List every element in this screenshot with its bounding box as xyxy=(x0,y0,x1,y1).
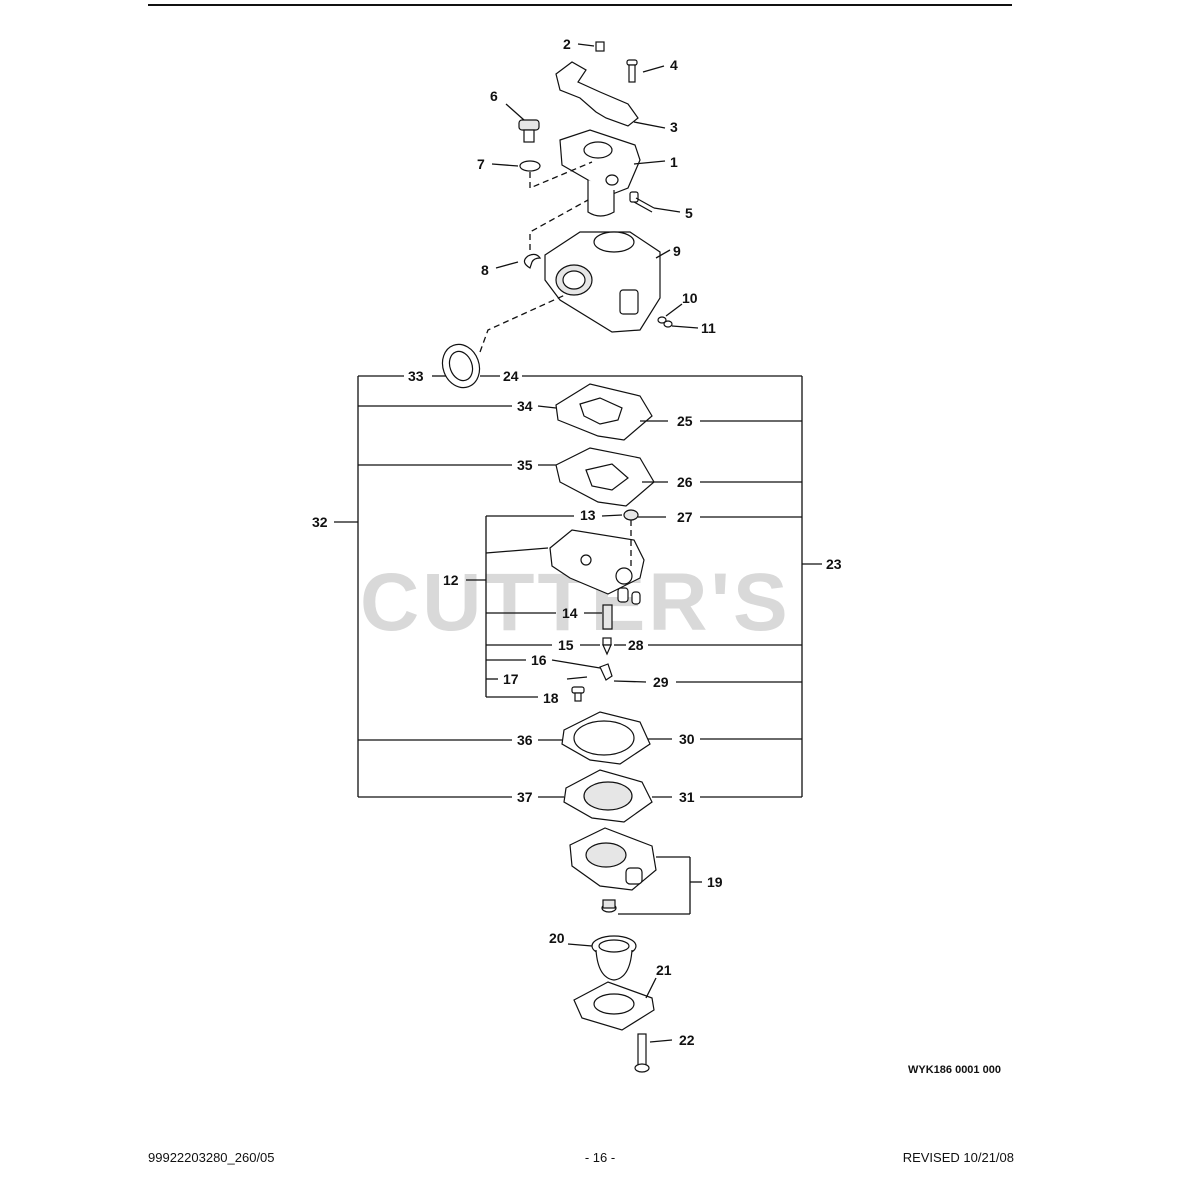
callout-9: 9 xyxy=(673,243,681,259)
part-6-plug xyxy=(518,119,540,143)
callout-13: 13 xyxy=(580,507,596,523)
bracket-23 xyxy=(522,375,822,798)
part-33-ring-gasket xyxy=(441,343,481,389)
callout-4: 4 xyxy=(670,57,678,73)
callout-7: 7 xyxy=(477,156,485,172)
footer-document-number: 99922203280_260/05 xyxy=(148,1150,275,1165)
callout-28: 28 xyxy=(628,637,644,653)
callout-22: 22 xyxy=(679,1032,695,1048)
callout-21: 21 xyxy=(656,962,672,978)
part-22-screw xyxy=(634,1033,650,1073)
part-1-throttle-body xyxy=(559,129,641,217)
callout-19: 19 xyxy=(707,874,723,890)
part-3-lever-plate xyxy=(555,61,639,127)
callout-20: 20 xyxy=(549,930,565,946)
bracket-19 xyxy=(618,856,702,915)
callout-14: 14 xyxy=(562,605,578,621)
part-19-fitting xyxy=(601,899,617,913)
callout-23: 23 xyxy=(826,556,842,572)
align-line-33 xyxy=(479,294,566,353)
callout-30: 30 xyxy=(679,731,695,747)
part-20-primer-bulb xyxy=(591,935,637,981)
part-16-metering-lever xyxy=(599,663,613,681)
part-17-lever-pin xyxy=(566,676,588,680)
part-30-gasket xyxy=(561,711,651,765)
callout-6: 6 xyxy=(490,88,498,104)
part-9-carburetor-body xyxy=(544,231,661,333)
callout-33: 33 xyxy=(408,368,424,384)
callout-8: 8 xyxy=(481,262,489,278)
part-2-pin xyxy=(595,41,605,52)
bracket-12 xyxy=(466,515,574,698)
callout-27: 27 xyxy=(677,509,693,525)
callout-31: 31 xyxy=(679,789,695,805)
part-31-diaphragm xyxy=(563,769,653,823)
callout-3: 3 xyxy=(670,119,678,135)
callout-37: 37 xyxy=(517,789,533,805)
leader-lines xyxy=(432,43,699,1043)
bracket-32 xyxy=(334,375,512,798)
drawing-code: WYK186 0001 000 xyxy=(908,1064,1001,1076)
callout-36: 36 xyxy=(517,732,533,748)
part-15-inlet-needle xyxy=(602,637,612,656)
callout-2: 2 xyxy=(563,36,571,52)
callout-24: 24 xyxy=(503,368,519,384)
part-26-diaphragm xyxy=(555,447,655,507)
part-5-screw xyxy=(629,191,655,213)
callout-26: 26 xyxy=(677,474,693,490)
callout-16: 16 xyxy=(531,652,547,668)
part-25-gasket xyxy=(555,383,653,441)
callout-18: 18 xyxy=(543,690,559,706)
part-12-metering-body xyxy=(549,529,645,605)
part-7-washer xyxy=(519,160,541,172)
part-14-spring xyxy=(602,604,613,630)
part-18-screw xyxy=(571,686,585,702)
footer-page-number: - 16 - xyxy=(584,1150,616,1165)
part-19-pump-cover xyxy=(569,827,657,891)
callout-10: 10 xyxy=(682,290,698,306)
callout-32: 32 xyxy=(312,514,328,530)
callout-15: 15 xyxy=(558,637,574,653)
align-line-8 xyxy=(529,199,589,250)
footer-revision-date: REVISED 10/21/08 xyxy=(902,1150,1014,1165)
part-10-11-idle-screw xyxy=(657,316,673,328)
callout-11: 11 xyxy=(701,320,716,336)
callout-25: 25 xyxy=(677,413,693,429)
callout-34: 34 xyxy=(517,398,533,414)
callout-17: 17 xyxy=(503,671,519,687)
align-line-7 xyxy=(529,161,593,189)
callout-5: 5 xyxy=(685,205,693,221)
callout-1: 1 xyxy=(670,154,678,170)
callout-12: 12 xyxy=(443,572,459,588)
part-27-screen xyxy=(623,509,639,521)
callout-35: 35 xyxy=(517,457,533,473)
part-4-screw xyxy=(626,59,638,83)
callout-labels: 1 2 3 4 5 6 7 8 9 10 11 12 13 14 15 16 1… xyxy=(312,36,842,1048)
callout-29: 29 xyxy=(653,674,669,690)
part-8-e-clip xyxy=(523,253,542,269)
part-21-retainer-plate xyxy=(573,981,655,1031)
